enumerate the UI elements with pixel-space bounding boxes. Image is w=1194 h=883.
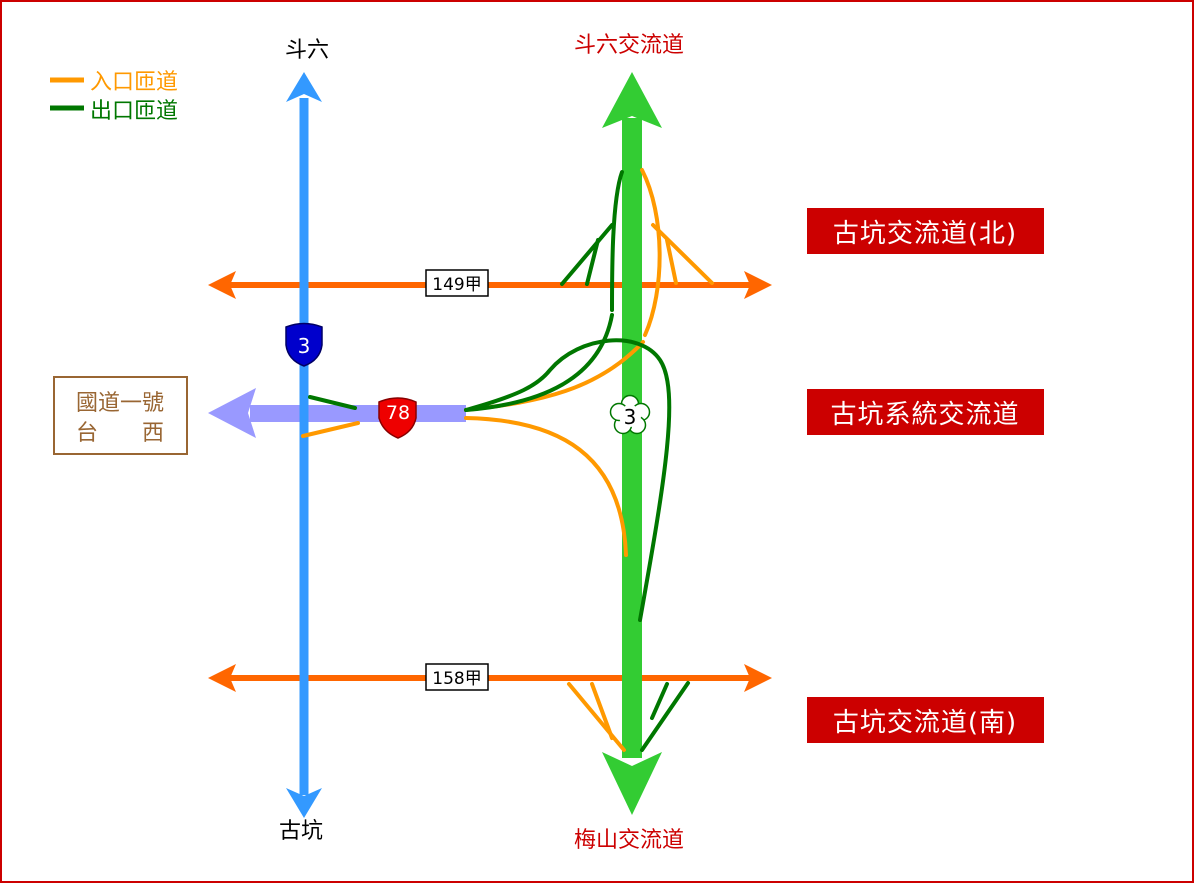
svg-text:78: 78: [386, 402, 410, 424]
prov3-shield: 3: [285, 322, 323, 367]
expressway-78-shield: 78: [378, 397, 417, 439]
destination-line2: 台 西: [76, 421, 164, 446]
county-road-149: [208, 271, 772, 299]
expressway-78-road: [208, 388, 466, 438]
prov3-south-label: 古坑: [279, 819, 323, 844]
svg-text:古坑系統交流道: 古坑系統交流道: [830, 400, 1019, 430]
prov3-north-label: 斗六: [285, 38, 329, 63]
svg-text:149甲: 149甲: [432, 275, 481, 295]
freeway-3-shield: 3: [609, 394, 651, 435]
interchange-label-south: 古坑交流道(南): [807, 697, 1044, 743]
county-149-shield: 149甲: [425, 269, 489, 297]
county-158-shield: 158甲: [425, 663, 489, 691]
legend-exit-label: 出口匝道: [90, 99, 178, 124]
destination-line1: 國道一號: [76, 391, 164, 416]
interchange-label-north: 古坑交流道(北): [807, 208, 1044, 254]
county-road-158: [208, 664, 772, 692]
svg-text:3: 3: [298, 334, 311, 358]
freeway-3-road: [602, 72, 662, 815]
interchange-label-system: 古坑系統交流道: [807, 389, 1044, 435]
legend-entrance-label: 入口匝道: [90, 70, 178, 95]
provincial-highway-3-road: [286, 72, 322, 818]
svg-text:3: 3: [624, 405, 637, 429]
destination-box: 國道一號 台 西: [53, 376, 188, 455]
fwy3-north-label: 斗六交流道: [574, 33, 684, 58]
entrance-ramps: [301, 168, 714, 752]
svg-text:古坑交流道(南): 古坑交流道(南): [833, 708, 1017, 738]
svg-text:158甲: 158甲: [432, 669, 481, 689]
fwy3-south-label: 梅山交流道: [574, 828, 684, 853]
exit-ramps: [308, 170, 690, 752]
svg-text:古坑交流道(北): 古坑交流道(北): [833, 219, 1017, 249]
